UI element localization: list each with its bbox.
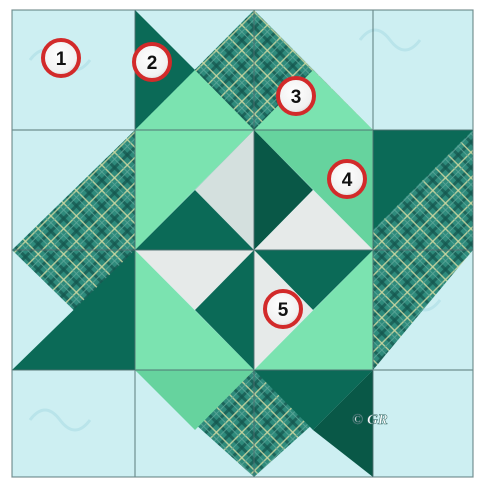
patch-badge-2: 2 (134, 44, 170, 80)
patch-badge-3: 3 (278, 78, 314, 114)
patch-badge-4: 4 (329, 161, 365, 197)
patch-badge-1-number: 1 (56, 49, 67, 70)
patch-badge-3-number: 3 (291, 87, 302, 108)
patch-badge-5-number: 5 (278, 300, 289, 321)
copyright-mark: © GR (352, 412, 388, 428)
patch-badge-1: 1 (43, 40, 79, 76)
patch-badge-4-number: 4 (342, 170, 353, 191)
patch-badge-5: 5 (265, 291, 301, 327)
patch-badge-2-number: 2 (147, 53, 158, 74)
